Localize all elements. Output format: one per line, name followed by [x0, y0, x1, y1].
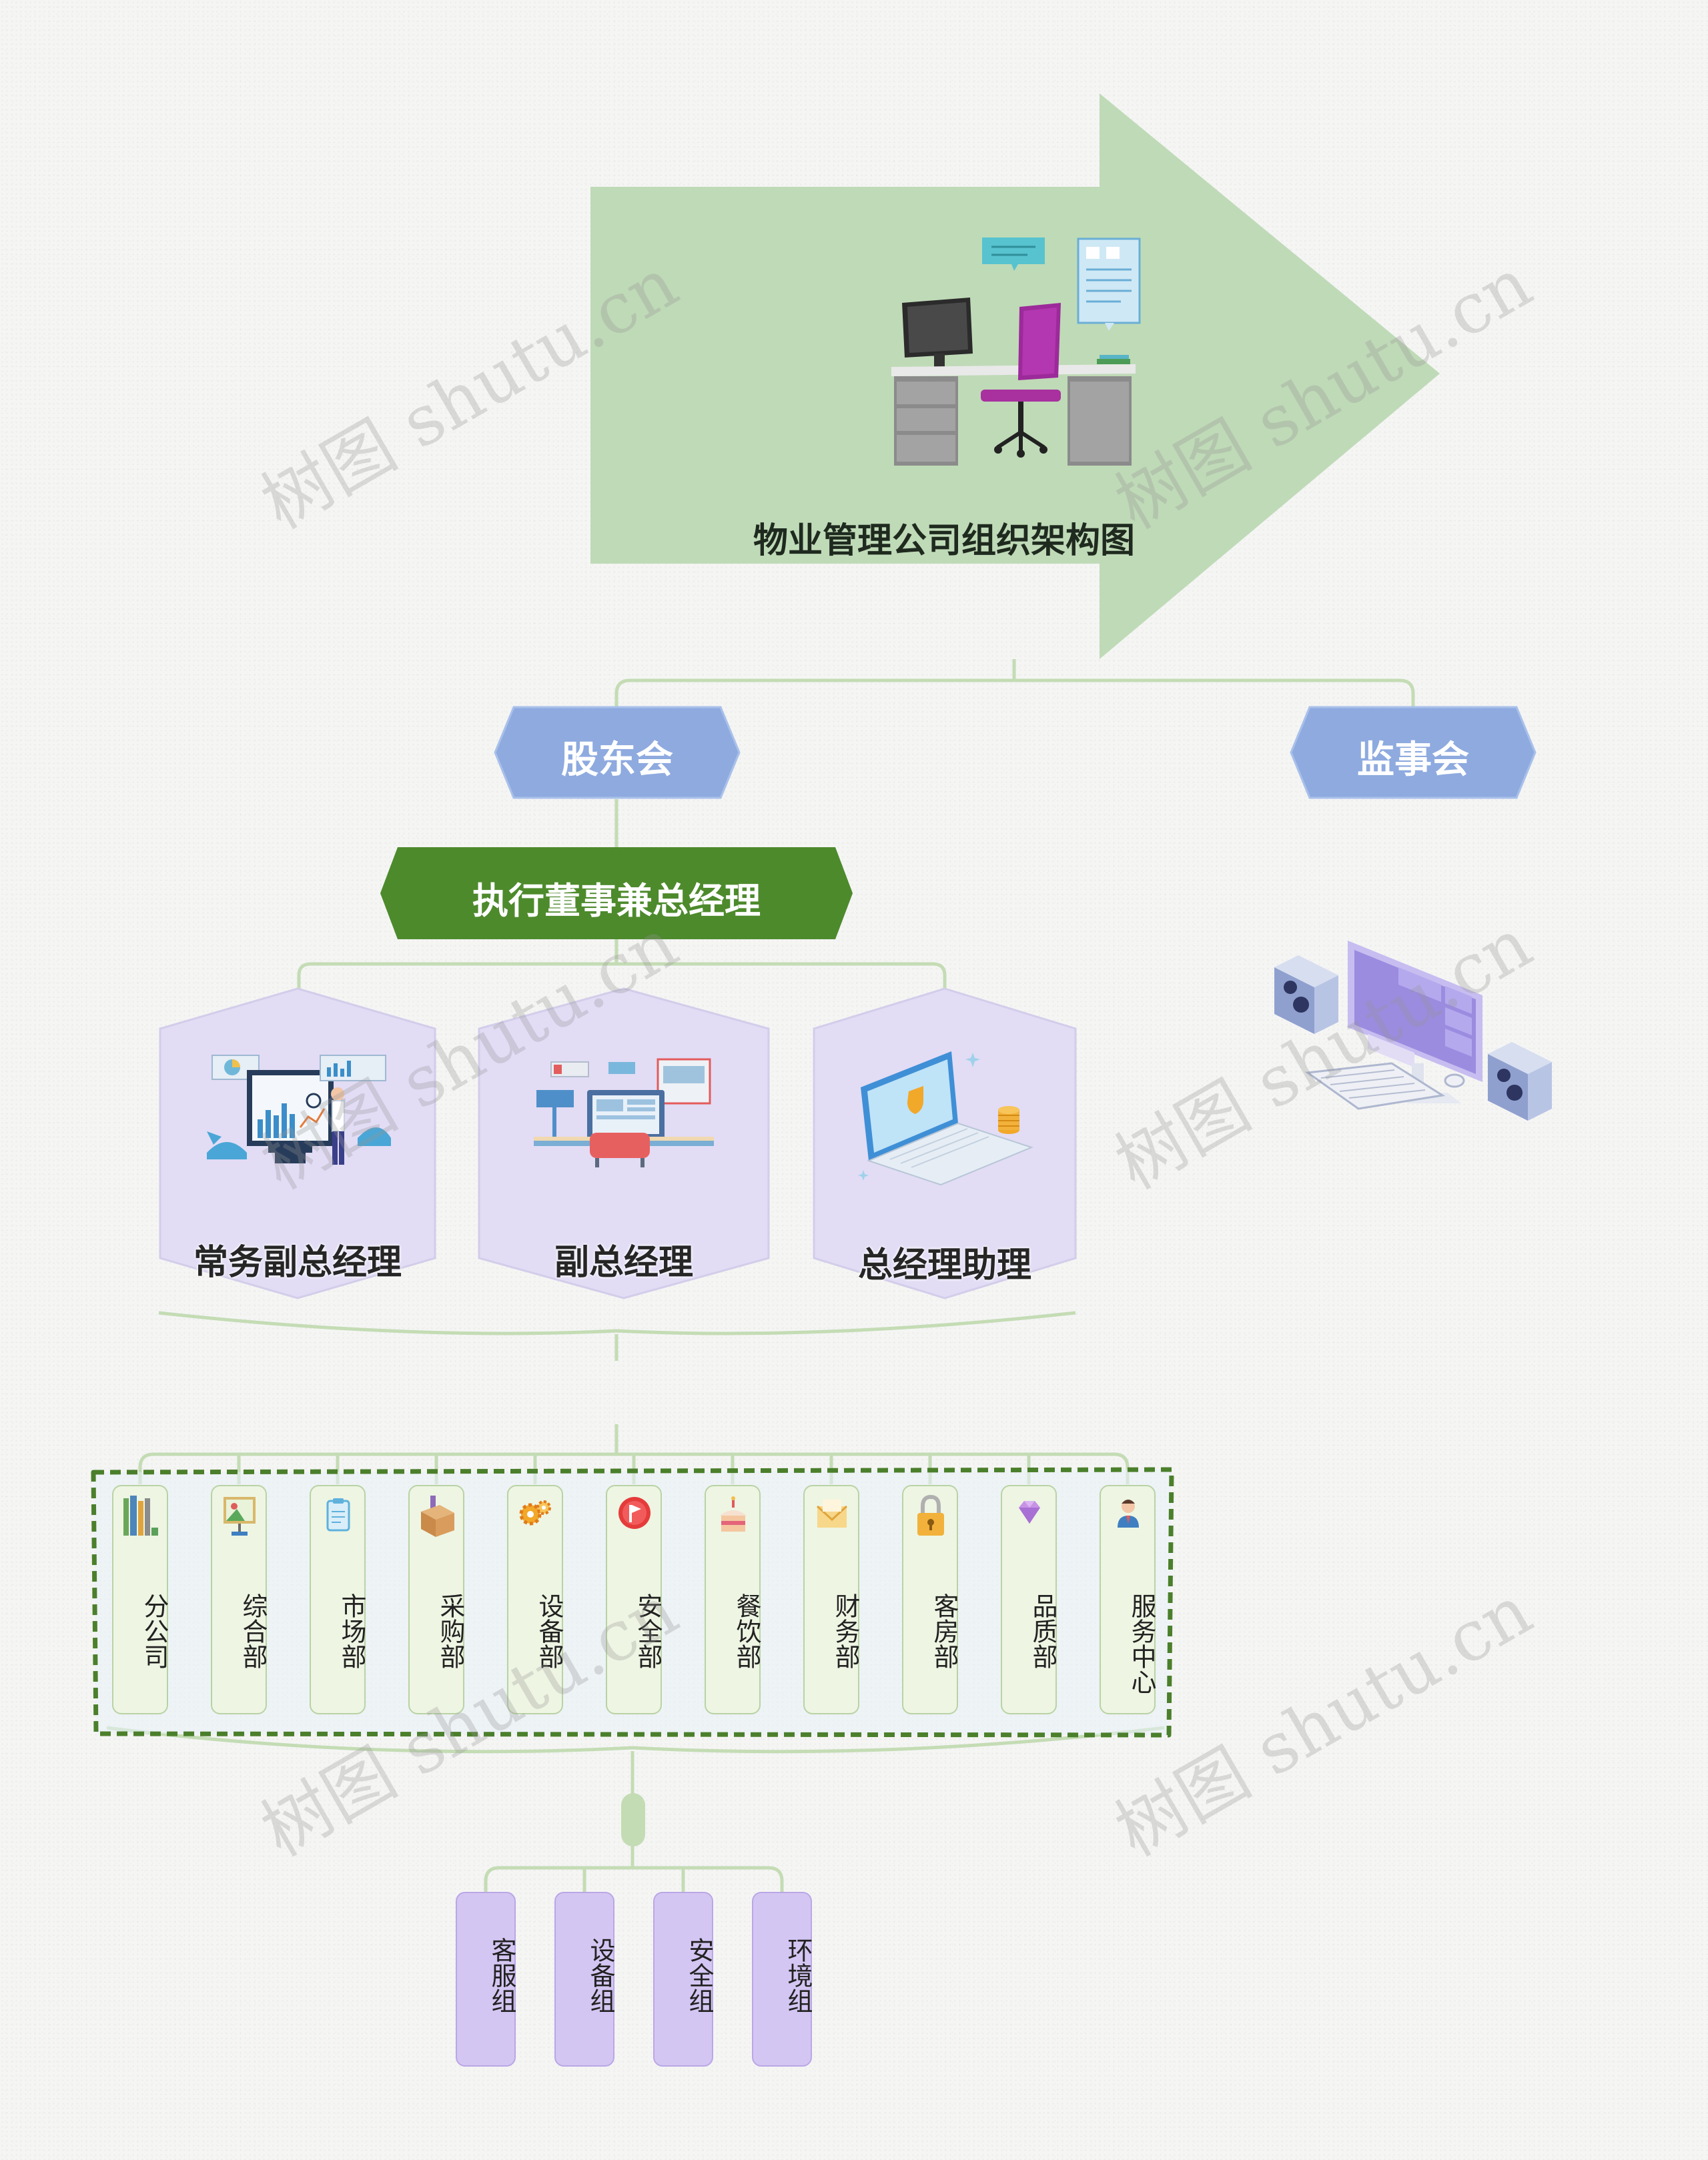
group-label: 环境组	[783, 1937, 813, 2013]
department-card[interactable]: 分公司	[112, 1485, 169, 1714]
vp-label: 总经理助理	[857, 1245, 1031, 1285]
group-card[interactable]: 环境组	[752, 1892, 813, 2067]
package-box-icon	[421, 1496, 454, 1537]
diamond-icon	[1019, 1501, 1040, 1524]
department-label: 设备部	[534, 1593, 564, 1669]
department-card[interactable]: 安全部	[606, 1485, 663, 1714]
title-arrow	[590, 93, 1440, 659]
flag-badge-icon	[618, 1497, 651, 1529]
department-label: 客房部	[929, 1593, 959, 1669]
department-card[interactable]: 设备部	[507, 1485, 564, 1714]
department-card[interactable]: 采购部	[408, 1485, 465, 1714]
group-label: 设备组	[586, 1937, 615, 2013]
group-card[interactable]: 安全组	[653, 1892, 714, 2067]
department-label: 安全部	[633, 1593, 663, 1669]
department-card[interactable]: 客房部	[902, 1485, 959, 1714]
department-card[interactable]: 服务中心	[1100, 1485, 1156, 1714]
executive-label: 执行董事兼总经理	[472, 880, 761, 922]
cake-icon	[720, 1496, 747, 1532]
office-desk-icon	[534, 1058, 714, 1167]
shareholders-node[interactable]	[494, 706, 741, 799]
envelope-icon	[816, 1500, 848, 1528]
department-label: 分公司	[139, 1593, 169, 1669]
group-label: 客服组	[487, 1937, 516, 2013]
desktop-computer-illustration-icon	[1274, 941, 1552, 1121]
office-desk-illustration-icon	[891, 237, 1141, 466]
supervisors-label: 监事会	[1357, 738, 1469, 782]
supervisors-node[interactable]	[1290, 706, 1537, 799]
books-icon	[123, 1496, 158, 1536]
group-card[interactable]: 客服组	[456, 1892, 516, 2067]
picture-board-icon	[224, 1497, 256, 1536]
department-card[interactable]: 市场部	[310, 1485, 366, 1714]
analytics-dashboard-icon	[207, 1055, 391, 1165]
vp-label: 常务副总经理	[193, 1243, 402, 1283]
group-label: 安全组	[685, 1937, 714, 2013]
laptop-security-icon	[858, 1051, 1033, 1186]
department-label: 采购部	[436, 1593, 465, 1669]
clipboard-icon	[326, 1498, 350, 1532]
executive-node[interactable]	[379, 846, 854, 941]
vp-label: 副总经理	[554, 1243, 693, 1283]
gears-icon	[519, 1500, 551, 1526]
department-label: 市场部	[337, 1593, 366, 1669]
department-card[interactable]: 餐饮部	[705, 1485, 761, 1714]
shareholders-label: 股东会	[561, 738, 673, 782]
group-card[interactable]: 设备组	[554, 1892, 615, 2067]
department-label: 品质部	[1028, 1593, 1057, 1669]
department-card[interactable]: 综合部	[211, 1485, 268, 1714]
department-label: 综合部	[238, 1593, 268, 1669]
department-label: 服务中心	[1127, 1593, 1156, 1694]
department-label: 财务部	[831, 1593, 860, 1669]
department-card[interactable]: 品质部	[1001, 1485, 1057, 1714]
page-title: 物业管理公司组织架构图	[753, 521, 1135, 561]
department-card[interactable]: 财务部	[803, 1485, 860, 1714]
service-person-icon	[1118, 1500, 1139, 1528]
padlock-icon	[917, 1494, 944, 1536]
department-label: 餐饮部	[732, 1593, 761, 1669]
